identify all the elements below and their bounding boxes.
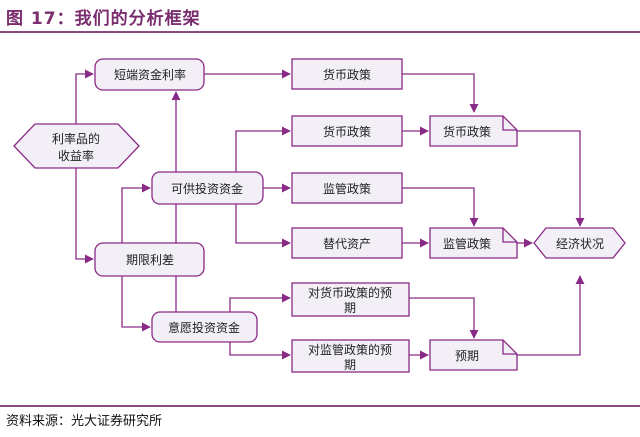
node-supply: 可供投资资金 [151, 171, 264, 205]
yield-hexagon-line1: 利率品的 [52, 131, 100, 146]
arrow-term-to-willing [121, 276, 151, 332]
arrow-reg-to-doc-reg [402, 187, 479, 227]
node-mp2: 货币政策 [291, 115, 403, 147]
svg-text:期限利差: 期限利差 [126, 253, 174, 267]
svg-text:意愿投资资金: 意愿投资资金 [168, 320, 240, 335]
top-divider [0, 31, 640, 33]
yield-hexagon: 利率品的 收益率 [13, 123, 140, 169]
node-exp-reg: 对监管政策的预 期 [291, 339, 410, 373]
svg-text:替代资产: 替代资产 [323, 237, 371, 251]
node-term-spread: 期限利差 [94, 242, 205, 277]
node-reg: 监管政策 [291, 172, 403, 204]
figure-title: 图 17：我们的分析框架 [6, 9, 201, 29]
arrow-mp1-to-doc-mp [402, 73, 479, 113]
svg-text:货币政策: 货币政策 [323, 67, 371, 82]
node-short-rate: 短端资金利率 [94, 58, 205, 91]
svg-text:对监管政策的预: 对监管政策的预 [308, 342, 392, 357]
svg-text:期: 期 [344, 301, 356, 315]
arrow-doc-exp-to-econ [517, 275, 585, 356]
svg-text:货币政策: 货币政策 [443, 124, 491, 139]
node-exp-mp: 对货币政策的预 期 [291, 282, 410, 317]
arrow-term-to-supply [121, 183, 151, 243]
arrow-exp-mp-to-doc-exp [409, 297, 479, 339]
arrow-left-to-short-rate [75, 69, 94, 124]
svg-text:短端资金利率: 短端资金利率 [114, 67, 186, 82]
svg-text:监管政策: 监管政策 [443, 236, 491, 251]
node-doc-mp: 货币政策 [429, 115, 518, 147]
arrow-doc-mp-to-econ [517, 130, 585, 227]
node-doc-expectation: 预期 [429, 339, 518, 371]
source-note: 资料来源：光大证券研究所 [6, 414, 163, 429]
node-willing: 意愿投资资金 [151, 311, 258, 343]
svg-text:对货币政策的预: 对货币政策的预 [308, 285, 392, 300]
svg-text:货币政策: 货币政策 [323, 124, 371, 139]
svg-text:预期: 预期 [455, 349, 479, 363]
svg-text:监管政策: 监管政策 [323, 181, 371, 196]
node-mp1: 货币政策 [291, 58, 403, 90]
arrow-willing-to-exp-reg [229, 342, 291, 360]
arrow-supply-to-mp2 [235, 126, 291, 172]
node-doc-reg: 监管政策 [429, 227, 518, 259]
arrow-left-to-term [75, 168, 94, 264]
yield-hexagon-line2: 收益率 [58, 148, 94, 163]
svg-text:可供投资资金: 可供投资资金 [171, 181, 243, 196]
bottom-divider [0, 405, 640, 407]
svg-text:期: 期 [344, 358, 356, 372]
arrow-willing-to-exp-mp [229, 293, 291, 312]
economy-hexagon: 经济状况 [533, 227, 626, 259]
node-substitute: 替代资产 [291, 227, 403, 259]
svg-text:经济状况: 经济状况 [556, 236, 604, 251]
arrow-supply-to-sub [235, 204, 291, 248]
